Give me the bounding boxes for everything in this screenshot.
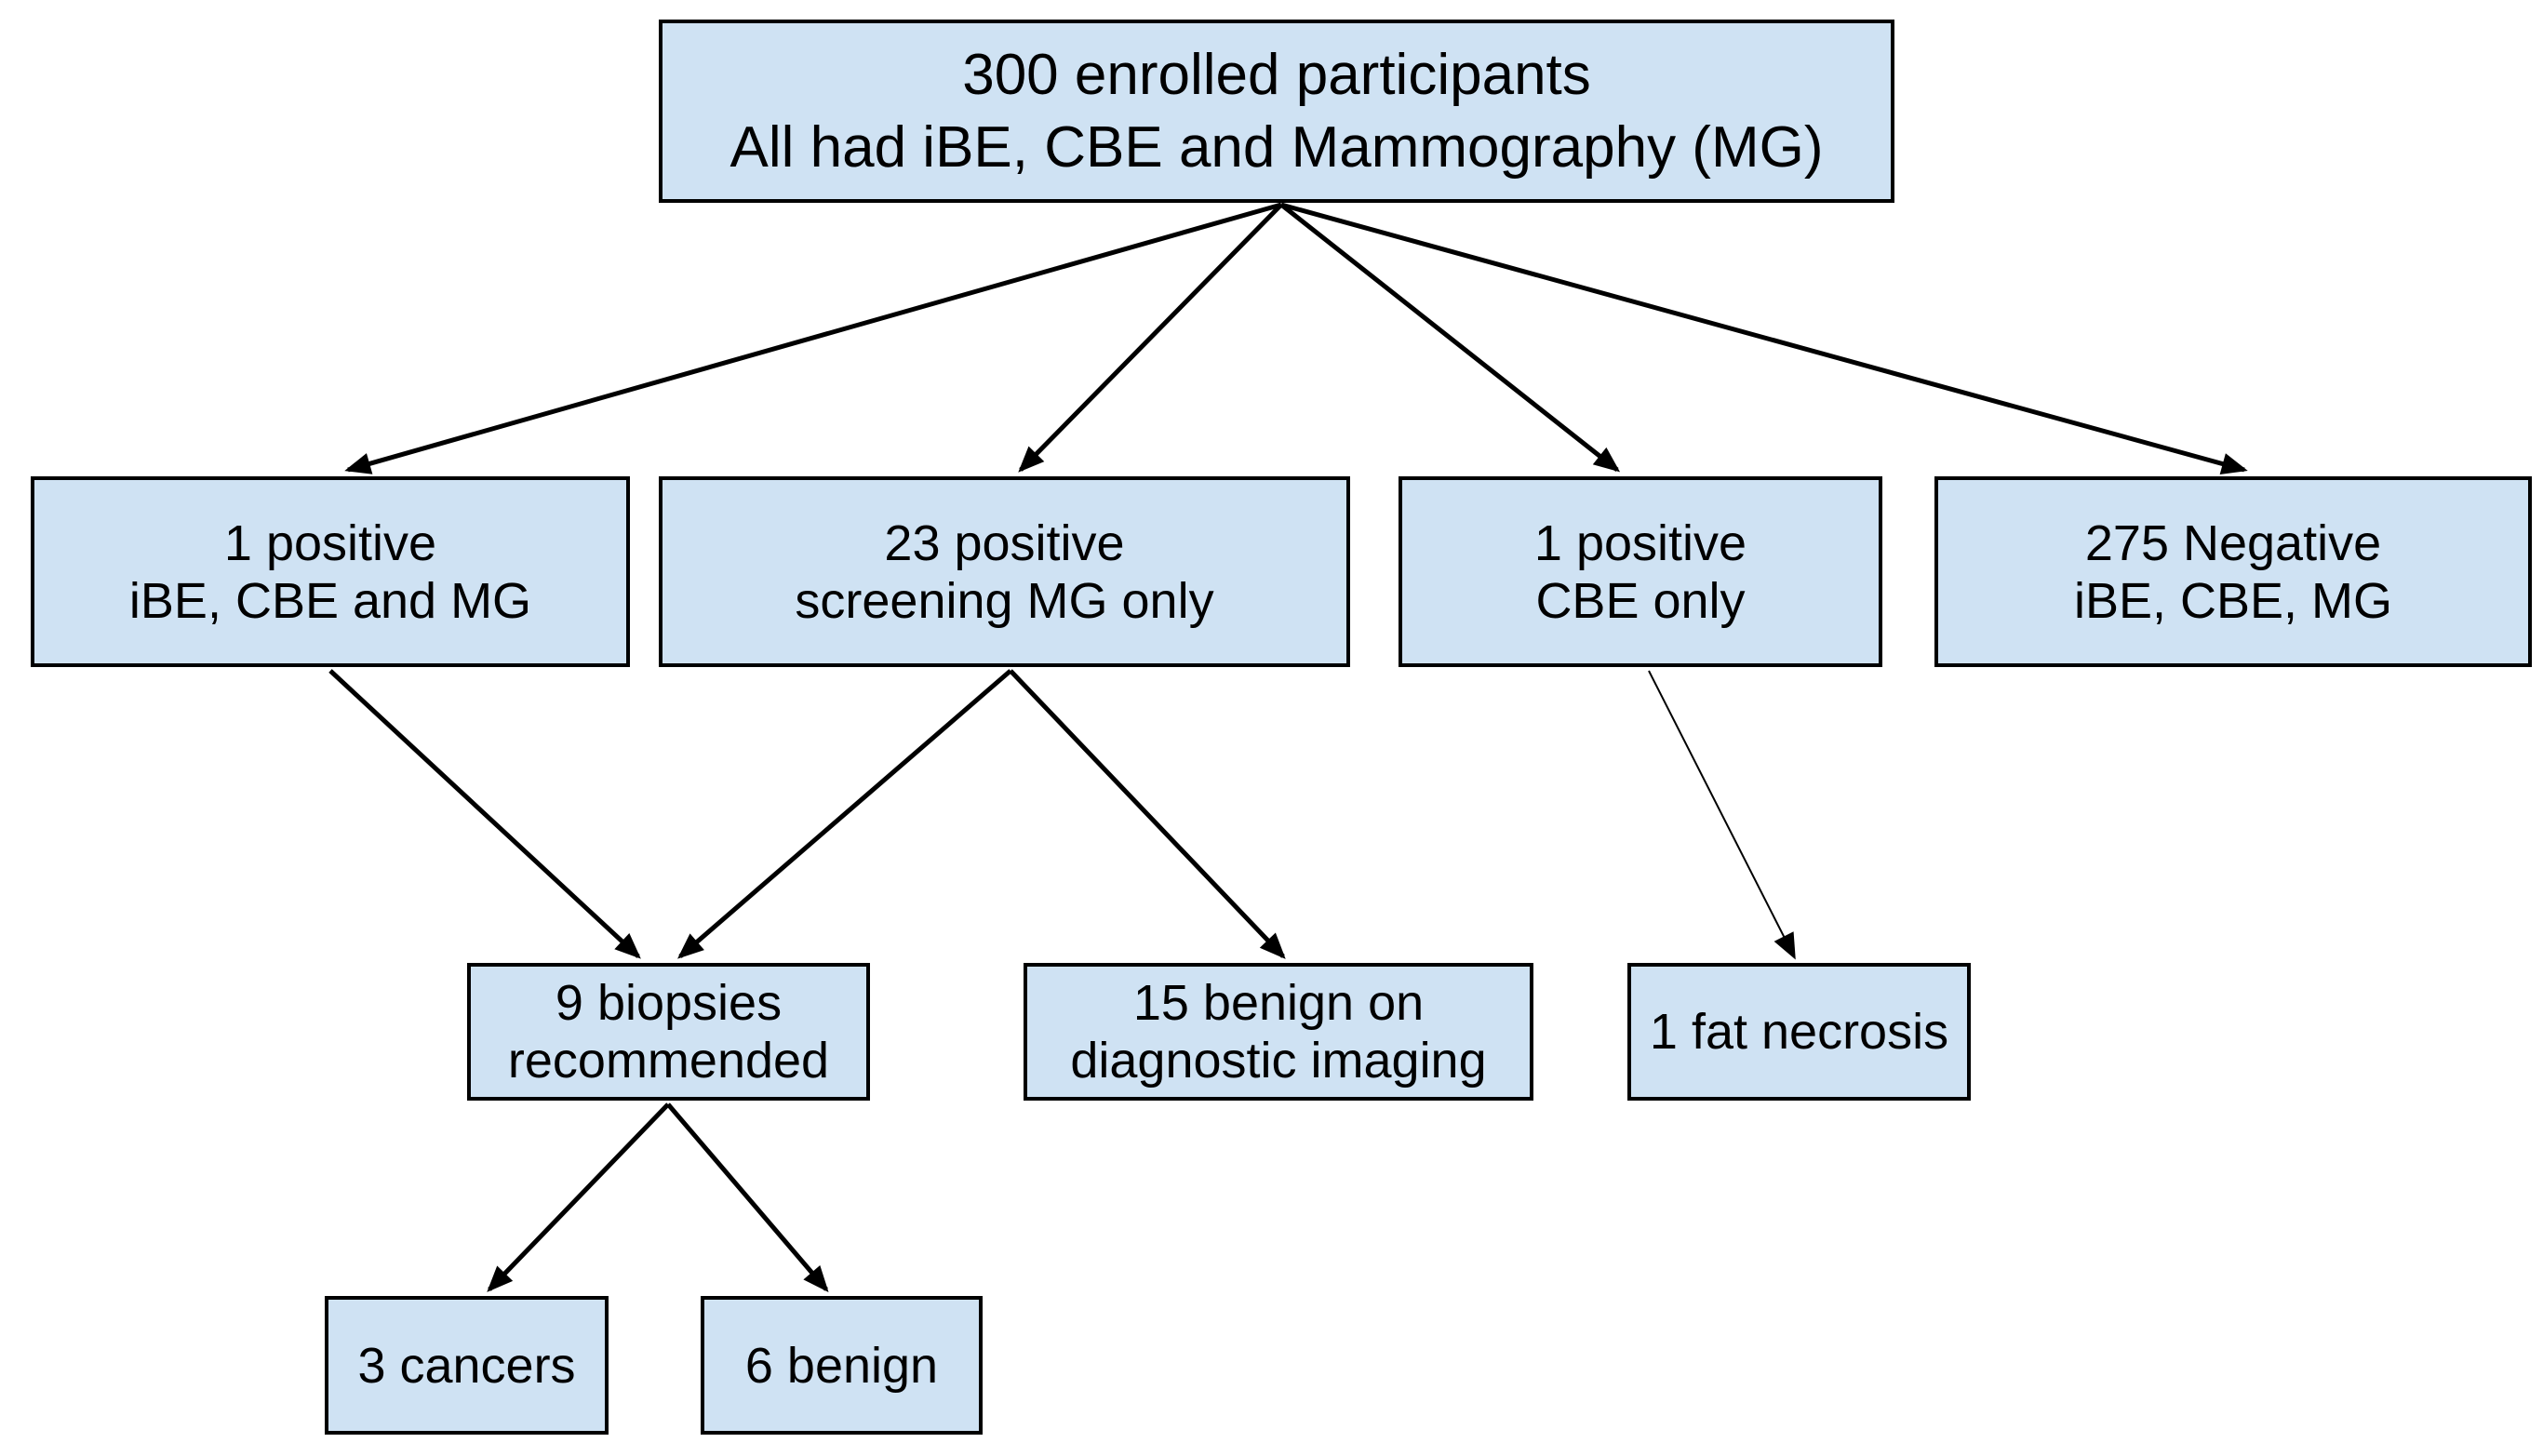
node-positive-screening-mg: 23 positive screening MG only [659,476,1350,667]
arrow-biopsies-to-benign [666,1102,829,1292]
node-enrolled-participants: 300 enrolled participants All had iBE, C… [659,20,1894,203]
node-text-line: 23 positive [884,514,1125,571]
node-text-line: 9 biopsies [555,975,783,1031]
node-text-line: 1 fat necrosis [1649,1004,1949,1060]
node-text-line: iBE, CBE and MG [128,572,532,629]
node-text-line: diagnostic imaging [1070,1033,1487,1089]
node-text-line: CBE only [1535,572,1746,629]
node-text-line: 3 cancers [357,1337,576,1394]
node-text-line: 6 benign [744,1337,939,1394]
node-fat-necrosis: 1 fat necrosis [1627,963,1971,1101]
arrow-root-to-negative-all [1280,202,2248,474]
node-text-line: 275 Negative [2084,514,2382,571]
arrow-positive-cbe-to-fat-necrosis [1648,670,1796,960]
node-text-line: recommended [507,1033,830,1089]
arrow-root-to-positive-cbe [1279,203,1621,473]
node-negative-all: 275 Negative iBE, CBE, MG [1934,476,2532,667]
arrow-positive-mg-to-biopsies [677,669,1012,959]
node-positive-cbe-only: 1 positive CBE only [1399,476,1882,667]
arrow-positive-all-to-biopsies [328,669,641,959]
node-text-line: 1 positive [1533,514,1747,571]
node-text-line: screening MG only [795,572,1214,629]
arrow-root-to-positive-mg [1018,203,1283,473]
node-text-line: 1 positive [223,514,437,571]
arrow-root-to-positive-all [344,202,1282,474]
node-text-line: 300 enrolled participants [962,42,1591,107]
node-positive-ibe-cbe-mg: 1 positive iBE, CBE and MG [31,476,630,667]
arrow-biopsies-to-cancers [487,1102,670,1292]
node-cancers: 3 cancers [325,1296,609,1435]
node-benign: 6 benign [701,1296,983,1435]
node-text-line: iBE, CBE, MG [2073,572,2393,629]
node-biopsies-recommended: 9 biopsies recommended [467,963,870,1101]
node-benign-diagnostic-imaging: 15 benign on diagnostic imaging [1024,963,1533,1101]
node-text-line: 15 benign on [1132,975,1425,1031]
node-text-line: All had iBE, CBE and Mammography (MG) [729,114,1824,180]
arrow-positive-mg-to-benign-imaging [1009,669,1286,959]
